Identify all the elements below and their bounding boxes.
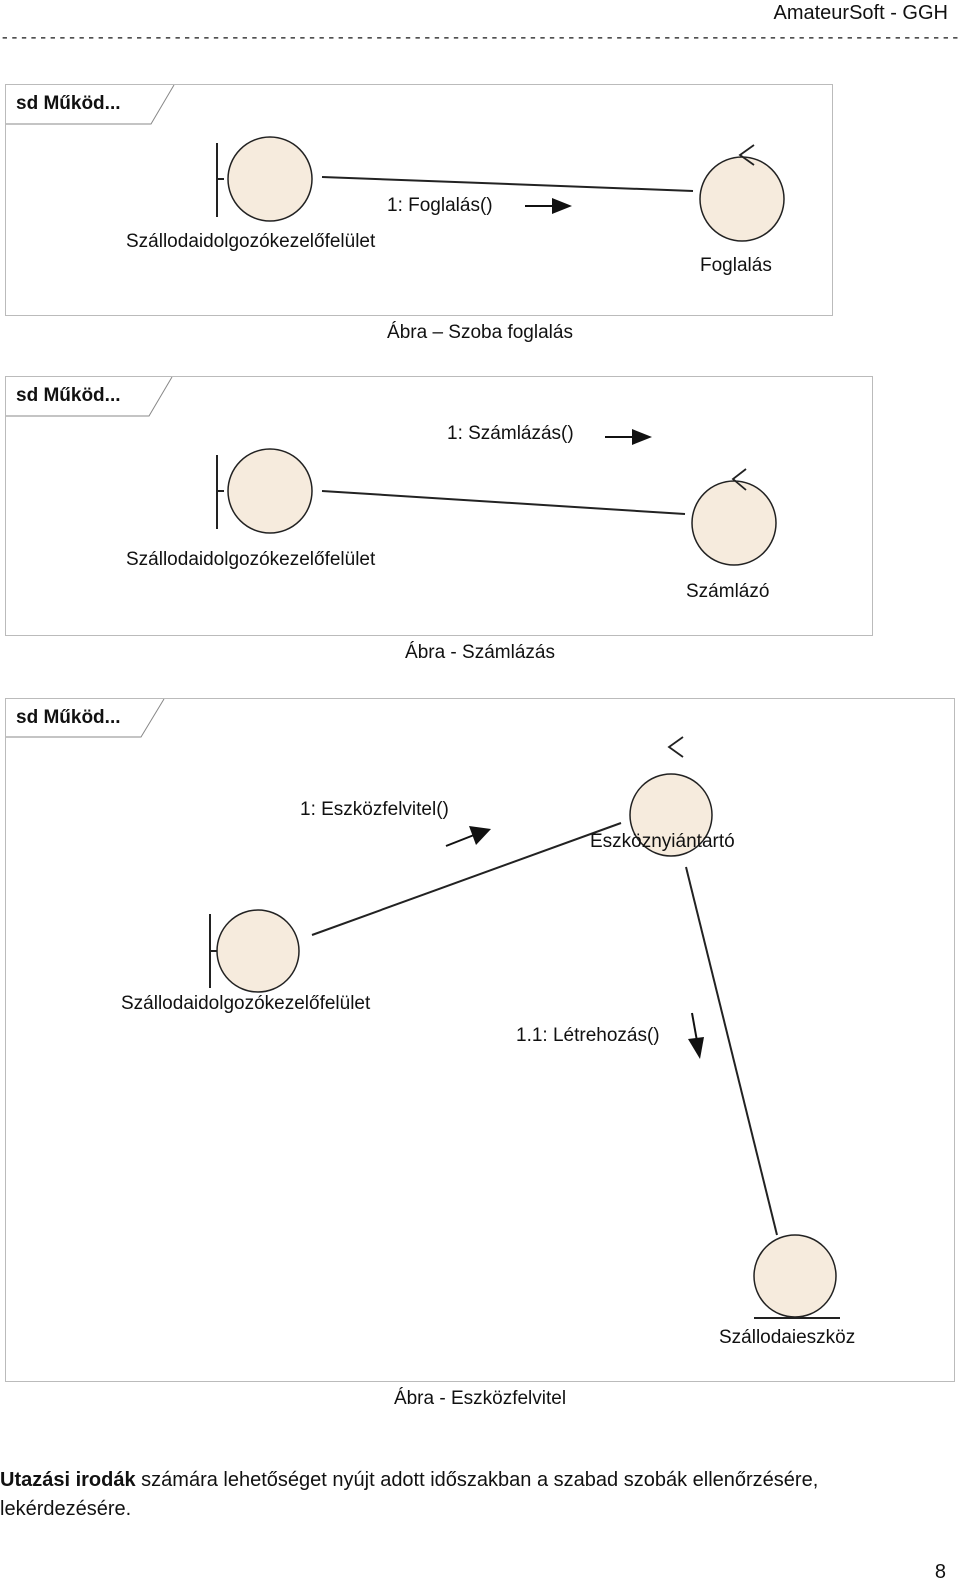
message-arrow-2	[605, 429, 652, 445]
boundary-object-3	[209, 909, 300, 993]
boundary-label-3: Szállodaidolgozókezelőfelület	[121, 993, 371, 1014]
paragraph-text: számára lehetőséget nyújt adott időszakb…	[0, 1469, 819, 1520]
header-company: AmateurSoft - GGH	[773, 2, 949, 24]
body-paragraph: Utazási irodák számára lehetőséget nyújt…	[0, 1466, 900, 1524]
diagram-frame-2: sd Működ... 1: Számlázás() Szállodaidolg…	[5, 376, 873, 636]
control-label-2: Számlázó	[686, 581, 770, 602]
control-label-3: Eszköznyiántartó	[590, 831, 735, 852]
boundary-object-1	[216, 136, 313, 222]
message-label-3b: 1.1: Létrehozás()	[516, 1025, 660, 1046]
diagram-tag-1: sd Működ...	[6, 85, 176, 125]
control-object-2	[691, 468, 777, 566]
diagram-1-graphics	[216, 136, 785, 242]
message-arrow-3a	[445, 826, 491, 847]
diagram-2-graphics	[216, 429, 777, 566]
message-arrow-3b	[688, 1012, 704, 1059]
paragraph-bold: Utazási irodák	[0, 1469, 136, 1491]
diagram-frame-3: sd Működ... 1: Eszközfelvitel() Eszközny…	[5, 698, 955, 1382]
control-label-1: Foglalás	[700, 255, 772, 276]
control-object-3	[629, 736, 713, 857]
diagram-tag-2: sd Működ...	[6, 377, 176, 417]
caption-2: Ábra - Számlázás	[405, 642, 555, 663]
header-divider: ----------------------------------------…	[0, 30, 958, 46]
diagram-3-graphics	[209, 736, 840, 1319]
message-label-3a: 1: Eszközfelvitel()	[300, 799, 449, 820]
diagram-tag-3: sd Működ...	[6, 699, 176, 739]
caption-1: Ábra – Szoba foglalás	[387, 322, 573, 343]
entity-label-3: Szállodaieszköz	[719, 1327, 856, 1348]
boundary-label-1: Szállodaidolgozókezelőfelület	[126, 231, 376, 252]
diagram-frame-1: sd Működ... 1: Foglalás() Szállodaidolgo…	[5, 84, 833, 316]
control-object-1	[699, 144, 785, 242]
message-label-1: 1: Foglalás()	[387, 195, 493, 216]
message-label-2: 1: Számlázás()	[447, 423, 574, 444]
entity-object-3	[753, 1234, 840, 1319]
page-number: 8	[934, 1561, 946, 1583]
message-arrow-1	[525, 198, 572, 214]
caption-3: Ábra - Eszközfelvitel	[393, 1388, 567, 1409]
boundary-object-2	[216, 448, 313, 534]
boundary-label-2: Szállodaidolgozókezelőfelület	[126, 549, 376, 570]
